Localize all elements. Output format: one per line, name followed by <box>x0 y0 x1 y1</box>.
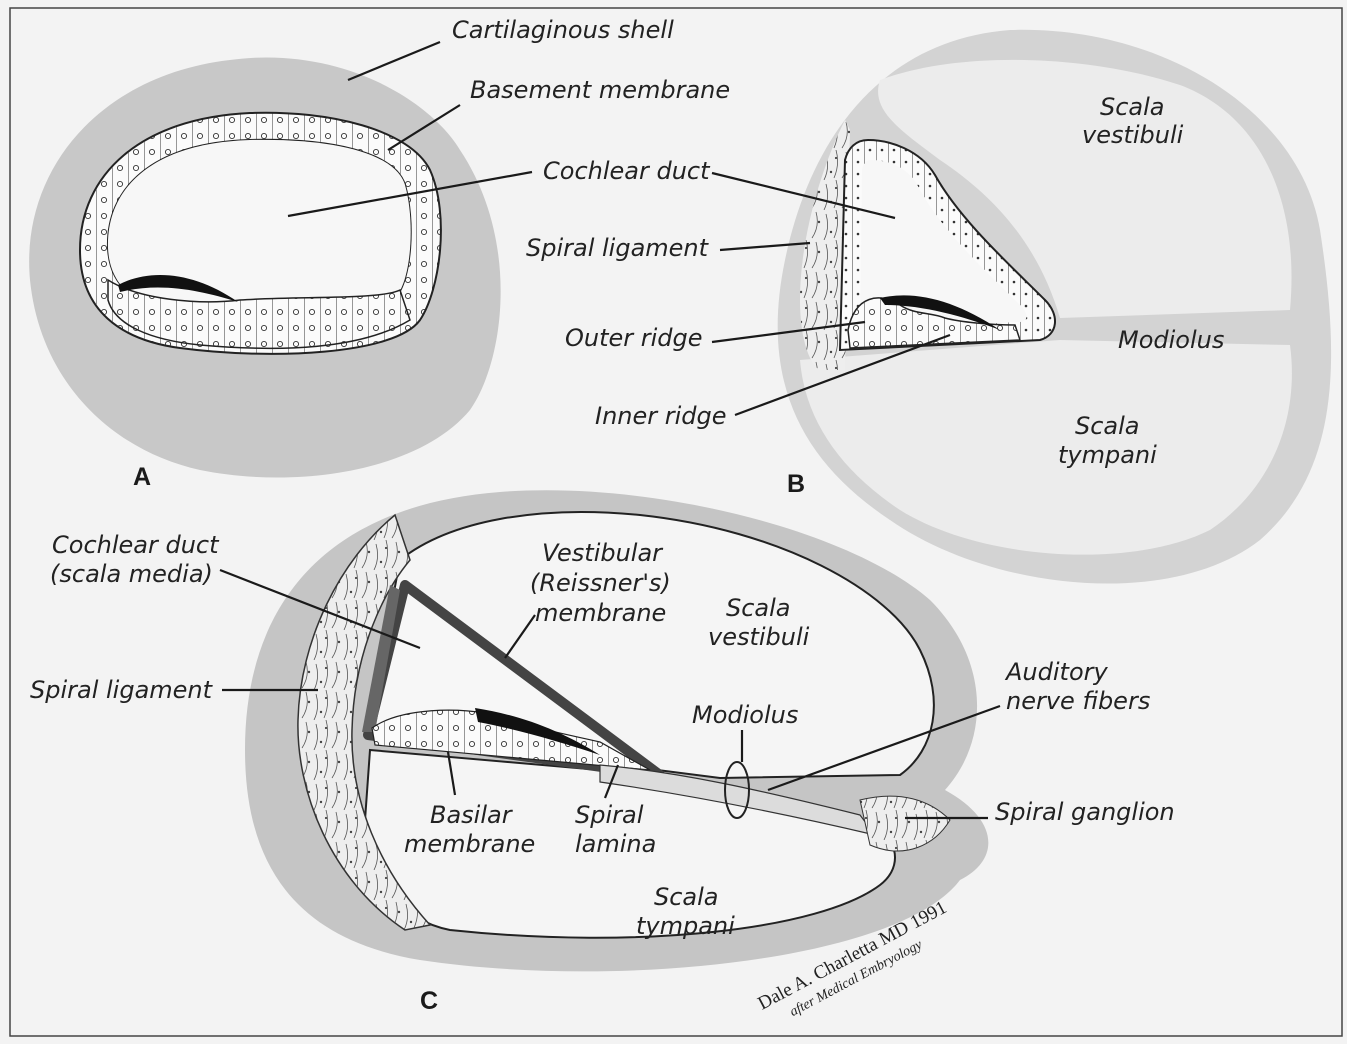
label-vestibular-membrane-2: (Reissner's) <box>530 569 671 597</box>
label-scala-tympani-b-2: tympani <box>1058 441 1157 469</box>
label-cartilaginous-shell: Cartilaginous shell <box>452 16 674 44</box>
label-basilar-membrane-2: membrane <box>404 830 535 858</box>
label-spiral-lamina-2: lamina <box>575 830 656 858</box>
label-modiolus-b: Modiolus <box>1118 326 1224 354</box>
label-scala-vestibuli-c-1: Scala <box>726 594 791 622</box>
cochlear-duct-lumen <box>108 140 411 321</box>
label-cochlear-duct-c-2: (scala media) <box>50 560 213 588</box>
panel-letter-a: A <box>133 463 151 491</box>
label-auditory-nerve-1: Auditory <box>1004 658 1108 686</box>
label-modiolus-c: Modiolus <box>692 701 798 729</box>
label-scala-tympani-c-1: Scala <box>654 883 719 911</box>
label-scala-vestibuli-b-2: vestibuli <box>1082 121 1184 149</box>
label-spiral-ganglion: Spiral ganglion <box>995 798 1175 826</box>
label-basement-membrane: Basement membrane <box>470 76 730 104</box>
panel-letter-c: C <box>420 987 438 1015</box>
panel-letter-b: B <box>787 470 805 498</box>
label-cochlear-duct-a: Cochlear duct <box>543 157 711 185</box>
label-spiral-ligament-c: Spiral ligament <box>30 676 214 704</box>
label-auditory-nerve-2: nerve fibers <box>1006 687 1150 715</box>
label-vestibular-membrane-3: membrane <box>535 599 666 627</box>
label-scala-tympani-b-1: Scala <box>1075 412 1140 440</box>
label-outer-ridge: Outer ridge <box>565 324 703 352</box>
label-cochlear-duct-c-1: Cochlear duct <box>52 531 220 559</box>
label-basilar-membrane-1: Basilar <box>430 801 514 829</box>
label-scala-vestibuli-c-2: vestibuli <box>708 623 810 651</box>
label-scala-vestibuli-b-1: Scala <box>1100 93 1165 121</box>
label-scala-tympani-c-2: tympani <box>636 912 735 940</box>
label-spiral-ligament-b: Spiral ligament <box>526 234 710 262</box>
label-spiral-lamina-1: Spiral <box>575 801 644 829</box>
label-vestibular-membrane-1: Vestibular <box>542 539 664 567</box>
scala-tympani-b <box>800 340 1292 555</box>
label-inner-ridge: Inner ridge <box>595 402 727 430</box>
leader-cartilaginous-shell <box>348 42 440 80</box>
